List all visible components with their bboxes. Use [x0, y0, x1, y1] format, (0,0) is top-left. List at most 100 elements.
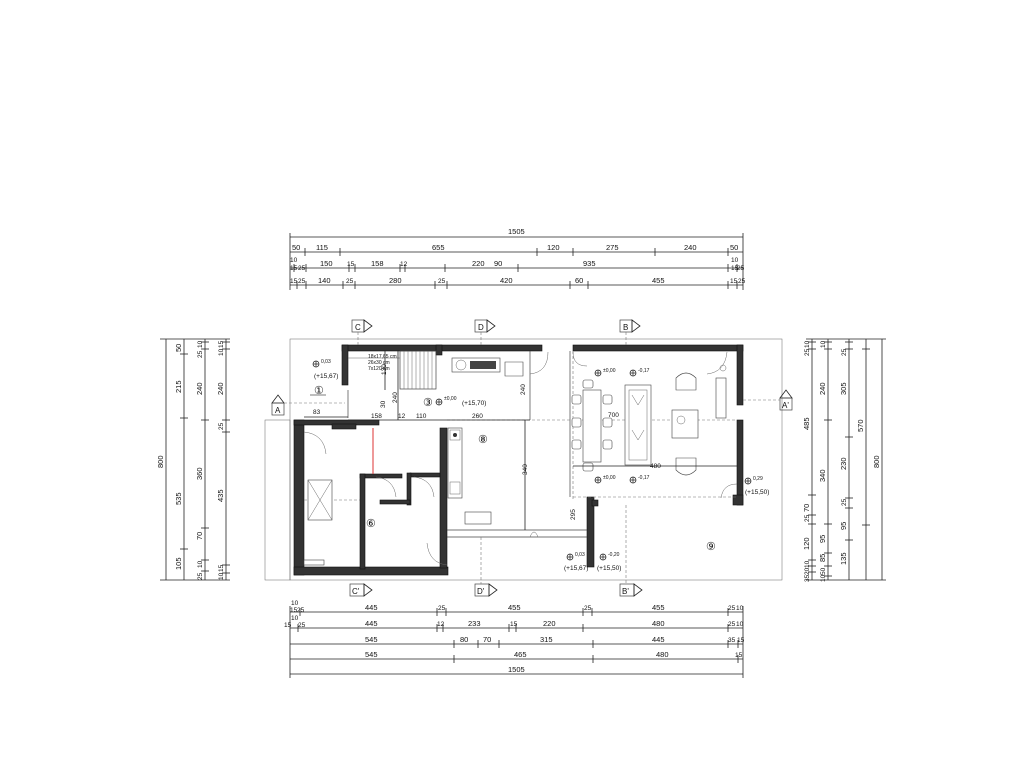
inner-dim-260: 260	[472, 413, 483, 420]
dim-top-r2-12: 25	[737, 265, 745, 272]
inner-dimensions: 83 158 12 110 260 700 480 340 130 240 24…	[304, 351, 737, 530]
section-marker-d-top: D	[474, 319, 496, 345]
dim-top-r3-9: 15	[730, 278, 738, 285]
kitchen-counter	[447, 427, 463, 499]
svg-text:(+15,50): (+15,50)	[745, 489, 769, 496]
svg-text:-0,20: -0,20	[608, 552, 620, 558]
dim-right-b-x: 10	[820, 340, 827, 348]
stair-note-1: 26x30 cm	[368, 360, 390, 366]
svg-text:±0,00: ±0,00	[603, 368, 616, 374]
dim-left-b-1: 10	[218, 348, 225, 356]
dim-top-r2-1: 15	[290, 265, 298, 272]
section-marker-a-left: A	[271, 394, 345, 416]
dim-top-r2-0: 10	[290, 257, 298, 264]
svg-text:(+15,67): (+15,67)	[564, 565, 588, 572]
dim-bot-r3-2: 70	[483, 635, 491, 644]
room-9: ⑨	[706, 541, 716, 553]
dim-bot-r1-2: 25	[297, 607, 305, 614]
dim-left-b-3: 25	[218, 422, 225, 430]
dim-top-total: 1505	[508, 227, 525, 236]
vanity	[303, 559, 325, 566]
dim-right-b-1: 340	[818, 469, 827, 482]
dim-right-outer-0: 570	[856, 419, 865, 432]
dim-right-c-x: 25	[841, 348, 848, 356]
dim-bot-r1-9: 10	[736, 605, 744, 612]
inner-dim-12: 12	[398, 413, 406, 420]
dim-bot-r1-6: 25	[584, 605, 592, 612]
dim-left-mid-3: 105	[174, 557, 183, 570]
dim-top-r3-7: 60	[575, 276, 583, 285]
dim-top-r3-3: 25	[346, 278, 354, 285]
inner-dim-83: 83	[313, 409, 321, 416]
dim-right-c-2: 25	[841, 498, 848, 506]
section-marker-a-right: A'	[743, 389, 793, 411]
dim-right-b-0: 240	[818, 382, 827, 395]
dim-top-r2-7: 220	[472, 259, 485, 268]
dim-bot-r3-3: 315	[540, 635, 553, 644]
dim-right-c-1: 230	[839, 457, 848, 470]
dim-top-r2-3: 150	[320, 259, 333, 268]
dim-right-c-4: 135	[839, 552, 848, 565]
dim-top-r1-5: 240	[684, 243, 697, 252]
dim-bot-r4-2: 480	[656, 650, 669, 659]
dim-left-a-0: 10	[197, 340, 204, 348]
dim-top-r3-8: 455	[652, 276, 665, 285]
dim-bot-r3-4: 445	[652, 635, 665, 644]
dim-bot-r4-3: 15	[735, 652, 743, 659]
dim-left-a-4: 70	[195, 532, 204, 540]
stair-note-0: 18x17,65 cm	[368, 354, 397, 360]
dim-left-a-3: 360	[195, 467, 204, 480]
svg-text:D': D'	[477, 587, 485, 596]
dim-left-a-6: 25	[197, 572, 204, 580]
inner-dim-130: 130	[381, 364, 388, 375]
dim-top-r3-2: 140	[318, 276, 331, 285]
svg-text:(+15,67): (+15,67)	[314, 373, 338, 380]
level-mark-5: ±0,00	[594, 475, 616, 484]
level-markers: 0,03 (+15,67) ±0,00 (+15,70) ±0,00 -0,17…	[312, 359, 769, 572]
dim-bot-r2-9: 25	[728, 621, 736, 628]
dim-left-b-5: 15	[218, 564, 225, 572]
stair-note-2: 7x120 cm	[368, 366, 390, 372]
dim-top-r2-8: 90	[494, 259, 502, 268]
dim-top-r2-11: 15	[731, 265, 739, 272]
dim-top-r1-2: 655	[432, 243, 445, 252]
dim-bot-r2-6: 15	[510, 621, 518, 628]
dim-right-a-8: 35	[804, 574, 811, 582]
left-dimension-chains: 800 50 215 535 105 10 25 240 360 70 10 2…	[156, 338, 230, 581]
room-numbers: ① ③ ⑥ ⑧ ⑨	[314, 385, 716, 553]
svg-text:±0,00: ±0,00	[603, 475, 616, 481]
dim-bot-r1-3: 445	[365, 603, 378, 612]
dim-bot-r4-0: 545	[365, 650, 378, 659]
dim-right-c-3: 95	[839, 522, 848, 530]
svg-text:(+15,50): (+15,50)	[597, 565, 621, 572]
dim-left-outer: 800	[156, 455, 165, 468]
inner-dim-340: 340	[522, 464, 529, 475]
dim-right-a-0: 10	[804, 340, 811, 348]
dim-left-b-2: 240	[216, 382, 225, 395]
dim-right-c-0: 305	[839, 382, 848, 395]
dim-top-r1-1: 115	[316, 243, 328, 252]
inner-dim-110: 110	[416, 413, 427, 420]
section-marker-c-bottom: C'	[349, 583, 373, 597]
staircase: 18x17,65 cm 26x30 cm 7x120 cm	[348, 350, 437, 390]
room-6: ⑥	[366, 518, 376, 530]
svg-text:D: D	[478, 323, 484, 332]
dim-left-b-6: 10	[218, 572, 225, 580]
dim-left-mid-0: 50	[174, 344, 183, 352]
dim-top-r3-5: 25	[438, 278, 446, 285]
armchair-upper	[675, 372, 697, 391]
dim-right-a-7: 20	[804, 567, 811, 575]
dim-bot-r2-3: 445	[365, 619, 378, 628]
inner-dim-240: 240	[392, 392, 399, 403]
inner-dim-700: 700	[608, 412, 619, 419]
dim-right-outer-1: 800	[872, 455, 881, 468]
inner-dim-158: 158	[371, 413, 382, 420]
dim-top-r2-5: 158	[371, 259, 384, 268]
dim-bot-r3-6: 15	[737, 637, 745, 644]
dim-left-a-5: 10	[197, 560, 204, 568]
section-marker-d-bottom: D'	[474, 537, 498, 597]
svg-text:(+15,70): (+15,70)	[462, 400, 486, 407]
svg-text:A: A	[275, 406, 281, 415]
dim-top-r1-0: 50	[292, 243, 300, 252]
armchair-top	[504, 361, 524, 377]
